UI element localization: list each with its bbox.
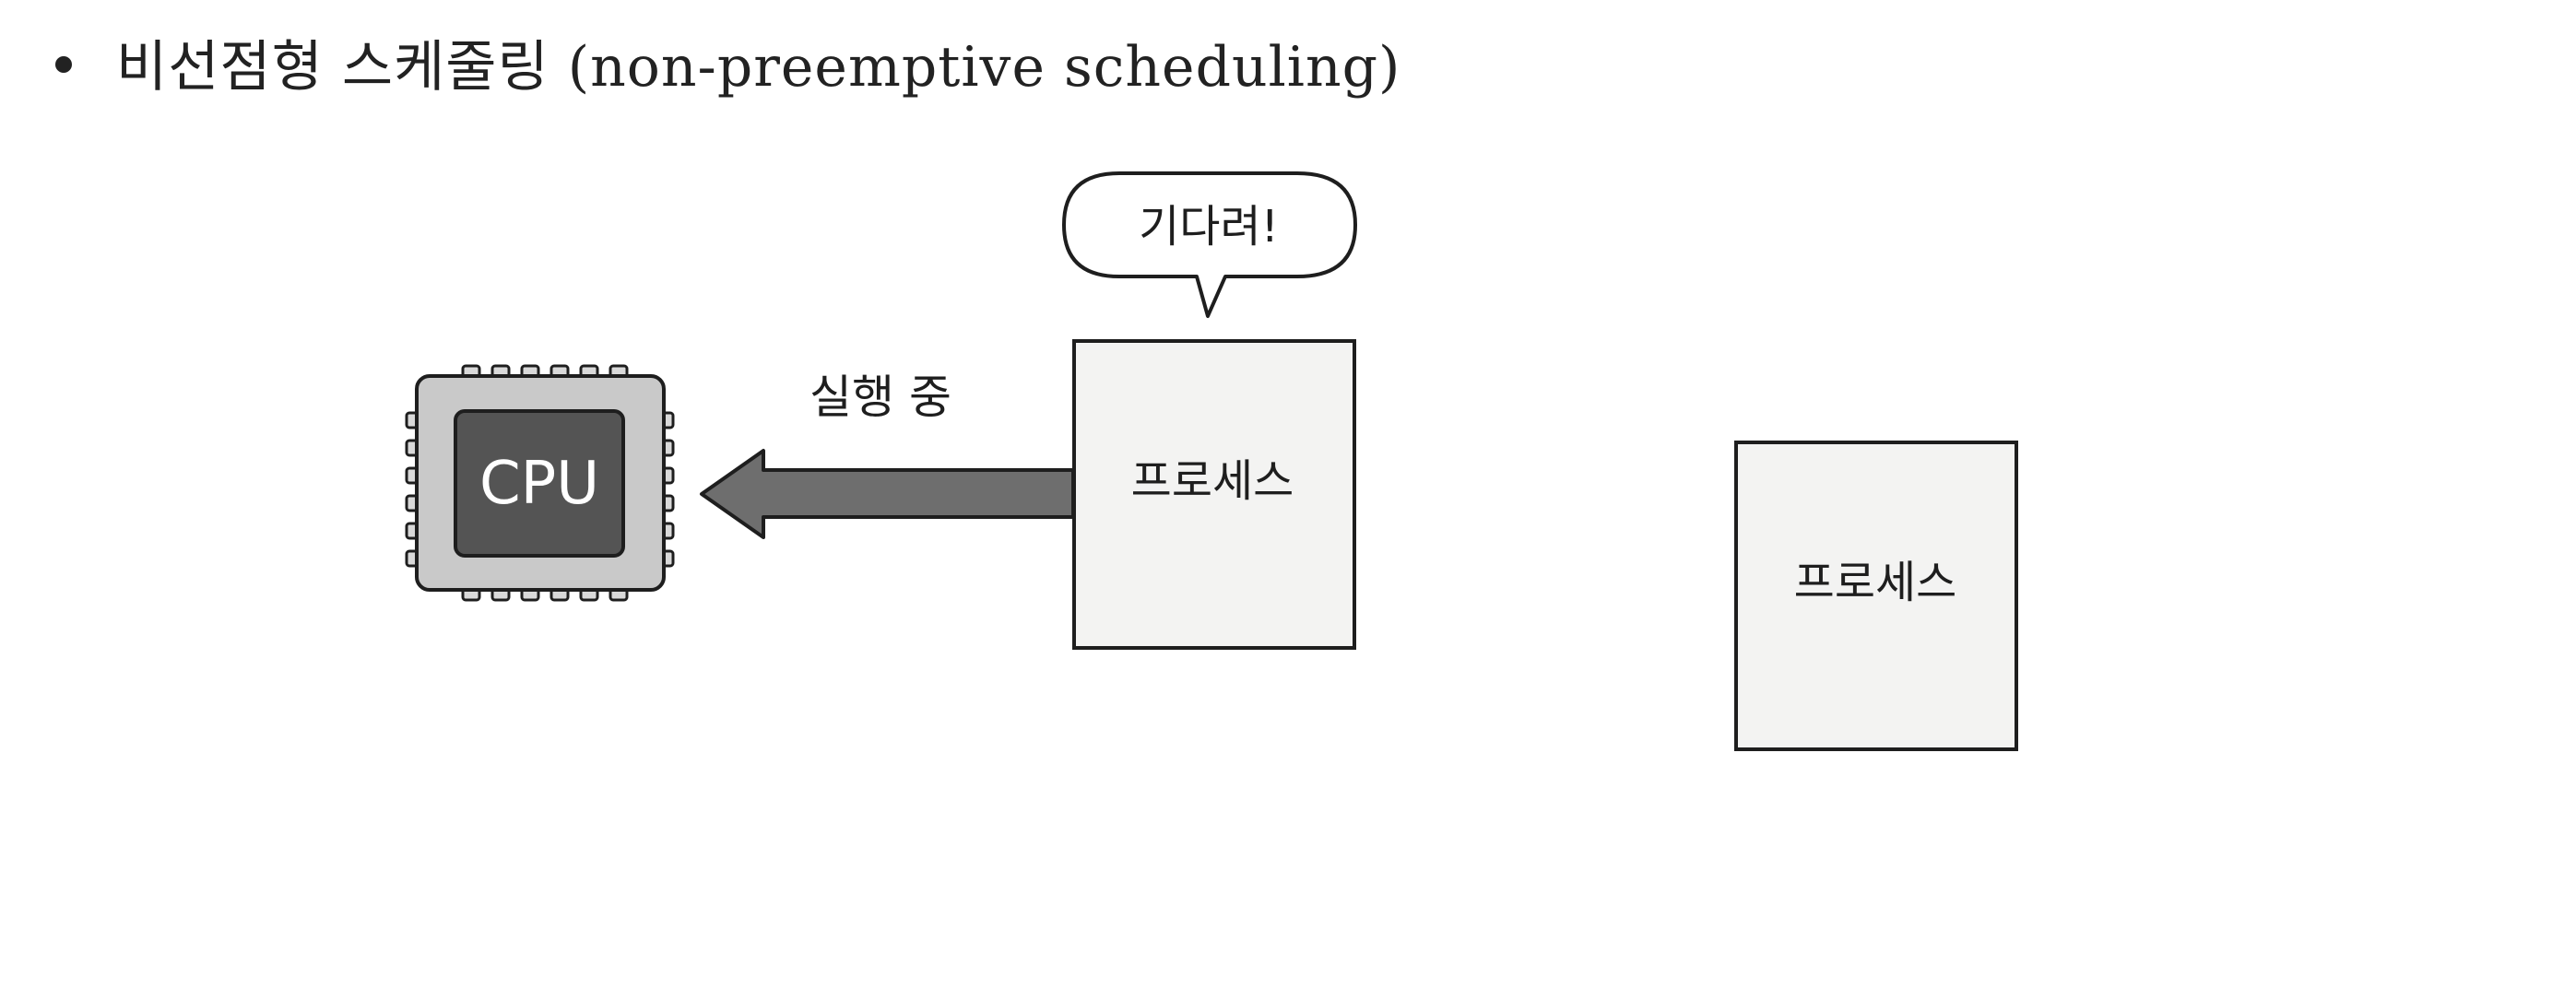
left-arrow-icon: [700, 449, 1075, 539]
cpu-chip-icon: CPU: [405, 364, 675, 602]
speech-bubble-text: 기다려!: [1139, 201, 1279, 253]
slide-title: 비선점형 스케줄링 (non-preemptive scheduling): [55, 20, 1400, 103]
cpu-core: [454, 409, 625, 558]
speech-bubble-icon: 기다려!: [1062, 171, 1357, 318]
waiting-process-box: 프로세스: [1734, 441, 2018, 751]
cpu-label: CPU: [479, 450, 599, 518]
title-text: 비선점형 스케줄링 (non-preemptive scheduling): [116, 34, 1401, 100]
arrow-label: 실행 중: [809, 370, 951, 424]
running-process-box: 프로세스: [1072, 339, 1356, 650]
bullet-icon: [55, 56, 72, 73]
waiting-process-label: 프로세스: [1794, 557, 1957, 608]
running-process-label: 프로세스: [1131, 455, 1294, 507]
